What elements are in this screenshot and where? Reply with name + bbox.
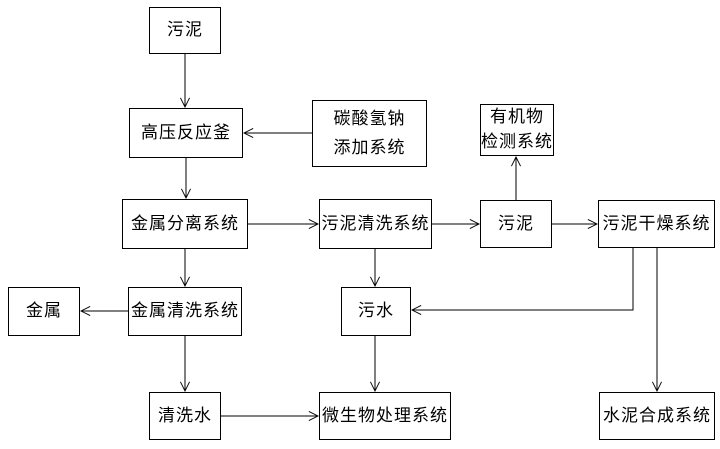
node-organic-detection-system: 有机物 检测系统 [480, 104, 554, 156]
node-label: 高压反应釜 [141, 122, 231, 143]
node-label: 金属分离系统 [131, 213, 239, 234]
node-sludge-input: 污泥 [149, 7, 221, 54]
node-metal: 金属 [8, 287, 80, 336]
node-label: 污泥干燥系统 [602, 213, 711, 234]
node-label: 污水 [358, 301, 394, 322]
node-sludge-drying-system: 污泥干燥系统 [598, 200, 715, 248]
node-label: 微生物处理系统 [322, 405, 448, 426]
node-label: 清洗水 [158, 405, 212, 426]
node-label: 金属清洗系统 [131, 301, 239, 322]
node-label: 污泥清洗系统 [321, 213, 430, 234]
node-label-line1: 有机物 [490, 107, 544, 127]
node-cement-synthesis-system: 水泥合成系统 [599, 392, 715, 440]
node-label: 污泥 [498, 213, 534, 234]
node-sludge: 污泥 [480, 200, 552, 248]
node-label: 水泥合成系统 [603, 405, 711, 426]
node-sewage: 污水 [341, 287, 411, 336]
node-label: 污泥 [167, 20, 203, 41]
node-label-line2: 添加系统 [333, 137, 406, 158]
node-high-pressure-reactor: 高压反应釜 [129, 108, 243, 158]
node-microbial-treatment-system: 微生物处理系统 [319, 392, 451, 440]
node-label-line1: 碳酸氢钠 [333, 108, 406, 129]
edge-drying-to-sewage [412, 248, 634, 310]
node-sodium-bicarbonate-adding-system: 碳酸氢钠 添加系统 [312, 100, 427, 167]
node-label-line2: 检测系统 [481, 132, 553, 152]
node-metal-separation-system: 金属分离系统 [122, 199, 248, 249]
node-washing-water: 清洗水 [149, 392, 221, 440]
node-sludge-washing-system: 污泥清洗系统 [319, 199, 432, 249]
node-metal-washing-system: 金属清洗系统 [128, 287, 242, 336]
node-label: 金属 [26, 301, 62, 322]
